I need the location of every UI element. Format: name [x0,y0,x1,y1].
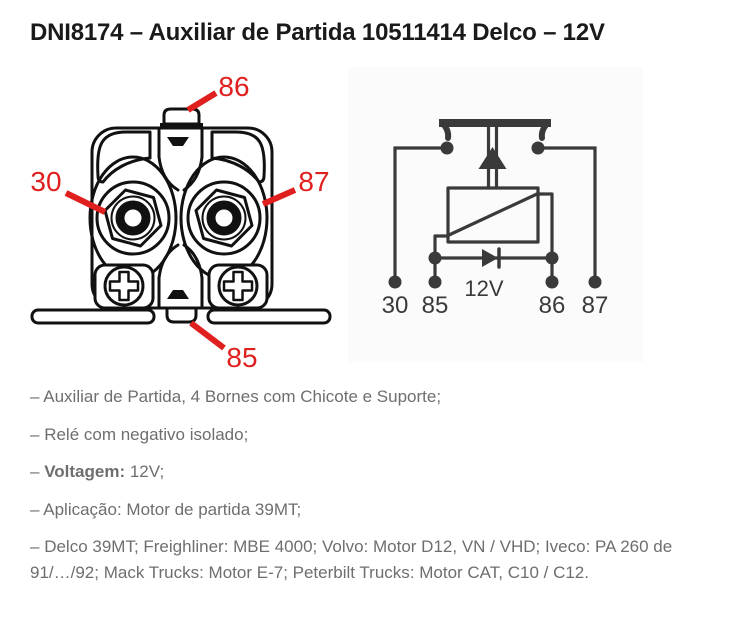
terminal-label-85: 85 [226,342,257,373]
spec-bold-text: Voltagem: [44,462,126,481]
bottom-strap-mark [167,290,189,299]
spec-text: Delco 39MT; Freighliner: MBE 4000; Volvo… [30,537,673,582]
spec-dash: – [30,462,45,481]
spec-dash: – [30,424,45,444]
mounting-screws [93,263,269,310]
spec-list: – Auxiliar de Partida, 4 Bornes com Chic… [30,384,722,598]
spec-dash: – [30,499,44,519]
terminal-label-86: 86 [218,71,249,102]
diode-icon [482,249,498,267]
schematic-terminal-87: 87 [582,292,609,319]
stud-terminal-30 [95,180,171,256]
spec-text: Relé com negativo isolado; [44,424,249,444]
spec-item-aplicacoes-veiculos: – Delco 39MT; Freighliner: MBE 4000; Vol… [30,534,722,586]
schematic-terminal-labels: 30 85 86 87 [382,292,609,319]
contact-bridge [439,119,551,141]
page-title: DNI8174 – Auxiliar de Partida 10511414 D… [30,19,605,46]
stud-terminal-87 [186,180,262,256]
schematic-terminal-30: 30 [382,292,409,319]
spec-item-aplicacao: – Aplicação: Motor de partida 39MT; [30,497,722,523]
pointer-line-87 [261,187,297,207]
spec-item-voltagem: – Voltagem: 12V; [30,459,722,485]
spec-item-rele: – Relé com negativo isolado; [30,422,722,448]
terminal-label-30: 30 [30,166,61,197]
top-strap-mark [167,137,189,146]
terminal-annotations: 86 30 87 85 [30,71,329,373]
pointer-line-85 [189,320,226,351]
coil-voltage-label: 12V [464,276,503,301]
schematic-terminal-85: 85 [422,292,449,319]
spec-text: 12V; [125,462,165,481]
schematic-nodes [388,141,602,289]
wire-terminal-87 [536,146,597,284]
relay-front-view-diagram: 86 30 87 85 [30,71,332,373]
spec-dash: – [30,537,45,556]
relay-wiring-schematic: 12V 30 85 86 87 [348,67,643,362]
wire-terminal-30 [393,146,449,284]
pointer-line-30 [64,190,107,215]
pointer-line-86 [186,90,218,113]
schematic-terminal-86: 86 [539,292,566,319]
spec-item-bornes: – Auxiliar de Partida, 4 Bornes com Chic… [30,384,722,410]
spec-dash: – [30,387,44,406]
plunger-arrow-icon [478,147,507,169]
terminal-label-87: 87 [298,166,329,197]
mounting-bracket [30,294,332,325]
spec-text: Auxiliar de Partida, 4 Bornes com Chicot… [43,387,442,406]
coil-symbol [433,186,554,260]
spec-text: Aplicação: Motor de partida 39MT; [43,499,302,519]
